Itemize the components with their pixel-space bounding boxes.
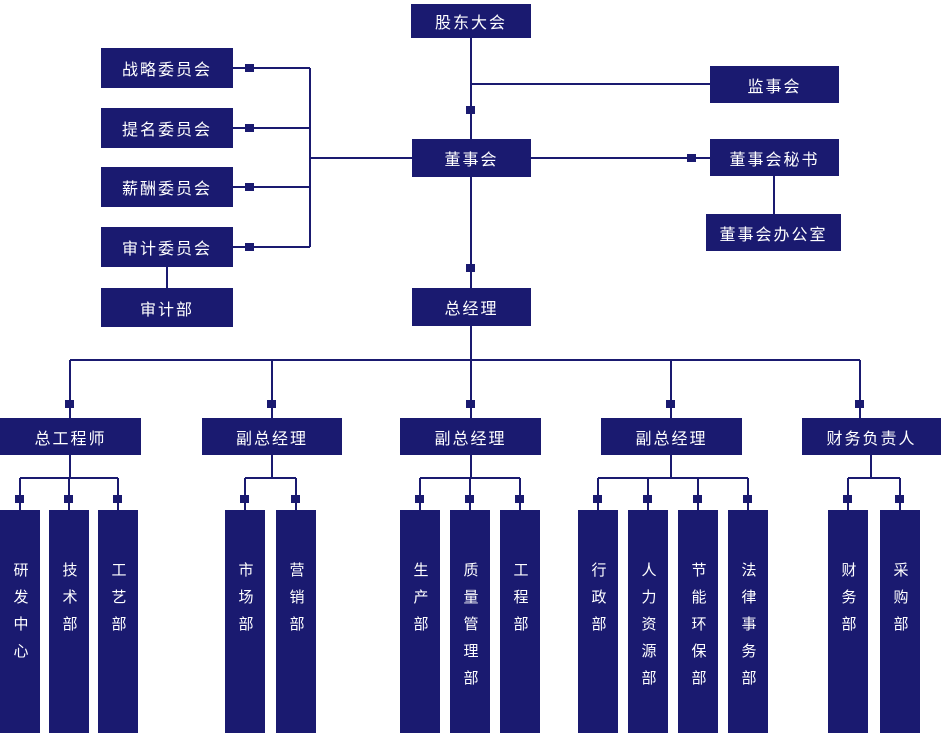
node-committee-nomination: 提名委员会 (101, 108, 233, 148)
node-dept-quality: 质量管理部 (450, 510, 490, 733)
node-label: 工艺部 (109, 562, 127, 643)
node-finance-head: 财务负责人 (802, 418, 941, 455)
node-dept-environment: 节能环保部 (678, 510, 718, 733)
node-label: 节能环保部 (689, 562, 707, 697)
node-board: 董事会 (412, 139, 531, 177)
node-dept-technology: 技术部 (49, 510, 89, 733)
node-dept-finance: 财务部 (828, 510, 868, 733)
node-dept-process: 工艺部 (98, 510, 138, 733)
node-label: 法律事务部 (739, 562, 757, 697)
node-label: 技术部 (60, 562, 78, 643)
node-dept-marketing: 市场部 (225, 510, 265, 733)
node-chief-engineer: 总工程师 (0, 418, 141, 455)
node-label: 营销部 (287, 562, 305, 643)
node-dept-production: 生产部 (400, 510, 440, 733)
node-dept-engineering: 工程部 (500, 510, 540, 733)
node-dept-hr: 人力资源部 (628, 510, 668, 733)
node-label: 生产部 (411, 562, 429, 643)
node-label: 工程部 (511, 562, 529, 643)
node-general-manager: 总经理 (412, 288, 531, 326)
connector-nodes (15, 64, 904, 503)
node-dept-procurement: 采购部 (880, 510, 920, 733)
node-committee-strategy: 战略委员会 (101, 48, 233, 88)
node-dept-rd-center: 研发中心 (0, 510, 40, 733)
node-committee-compensation: 薪酬委员会 (101, 167, 233, 207)
node-label: 质量管理部 (461, 562, 479, 697)
node-dept-legal: 法律事务部 (728, 510, 768, 733)
node-label: 研发中心 (11, 562, 29, 670)
node-deputy-gm-1: 副总经理 (202, 418, 342, 455)
node-label: 市场部 (236, 562, 254, 643)
node-audit-department: 审计部 (101, 288, 233, 327)
node-label: 采购部 (891, 562, 909, 643)
node-dept-administration: 行政部 (578, 510, 618, 733)
node-board-secretary: 董事会秘书 (710, 139, 839, 176)
node-board-office: 董事会办公室 (706, 214, 841, 251)
node-label: 财务部 (839, 562, 857, 643)
node-deputy-gm-2: 副总经理 (400, 418, 541, 455)
node-deputy-gm-3: 副总经理 (601, 418, 742, 455)
node-committee-audit: 审计委员会 (101, 227, 233, 267)
node-shareholders: 股东大会 (411, 4, 531, 38)
node-supervisory-board: 监事会 (710, 66, 839, 103)
node-label: 行政部 (589, 562, 607, 643)
node-dept-sales: 营销部 (276, 510, 316, 733)
node-label: 人力资源部 (639, 562, 657, 697)
